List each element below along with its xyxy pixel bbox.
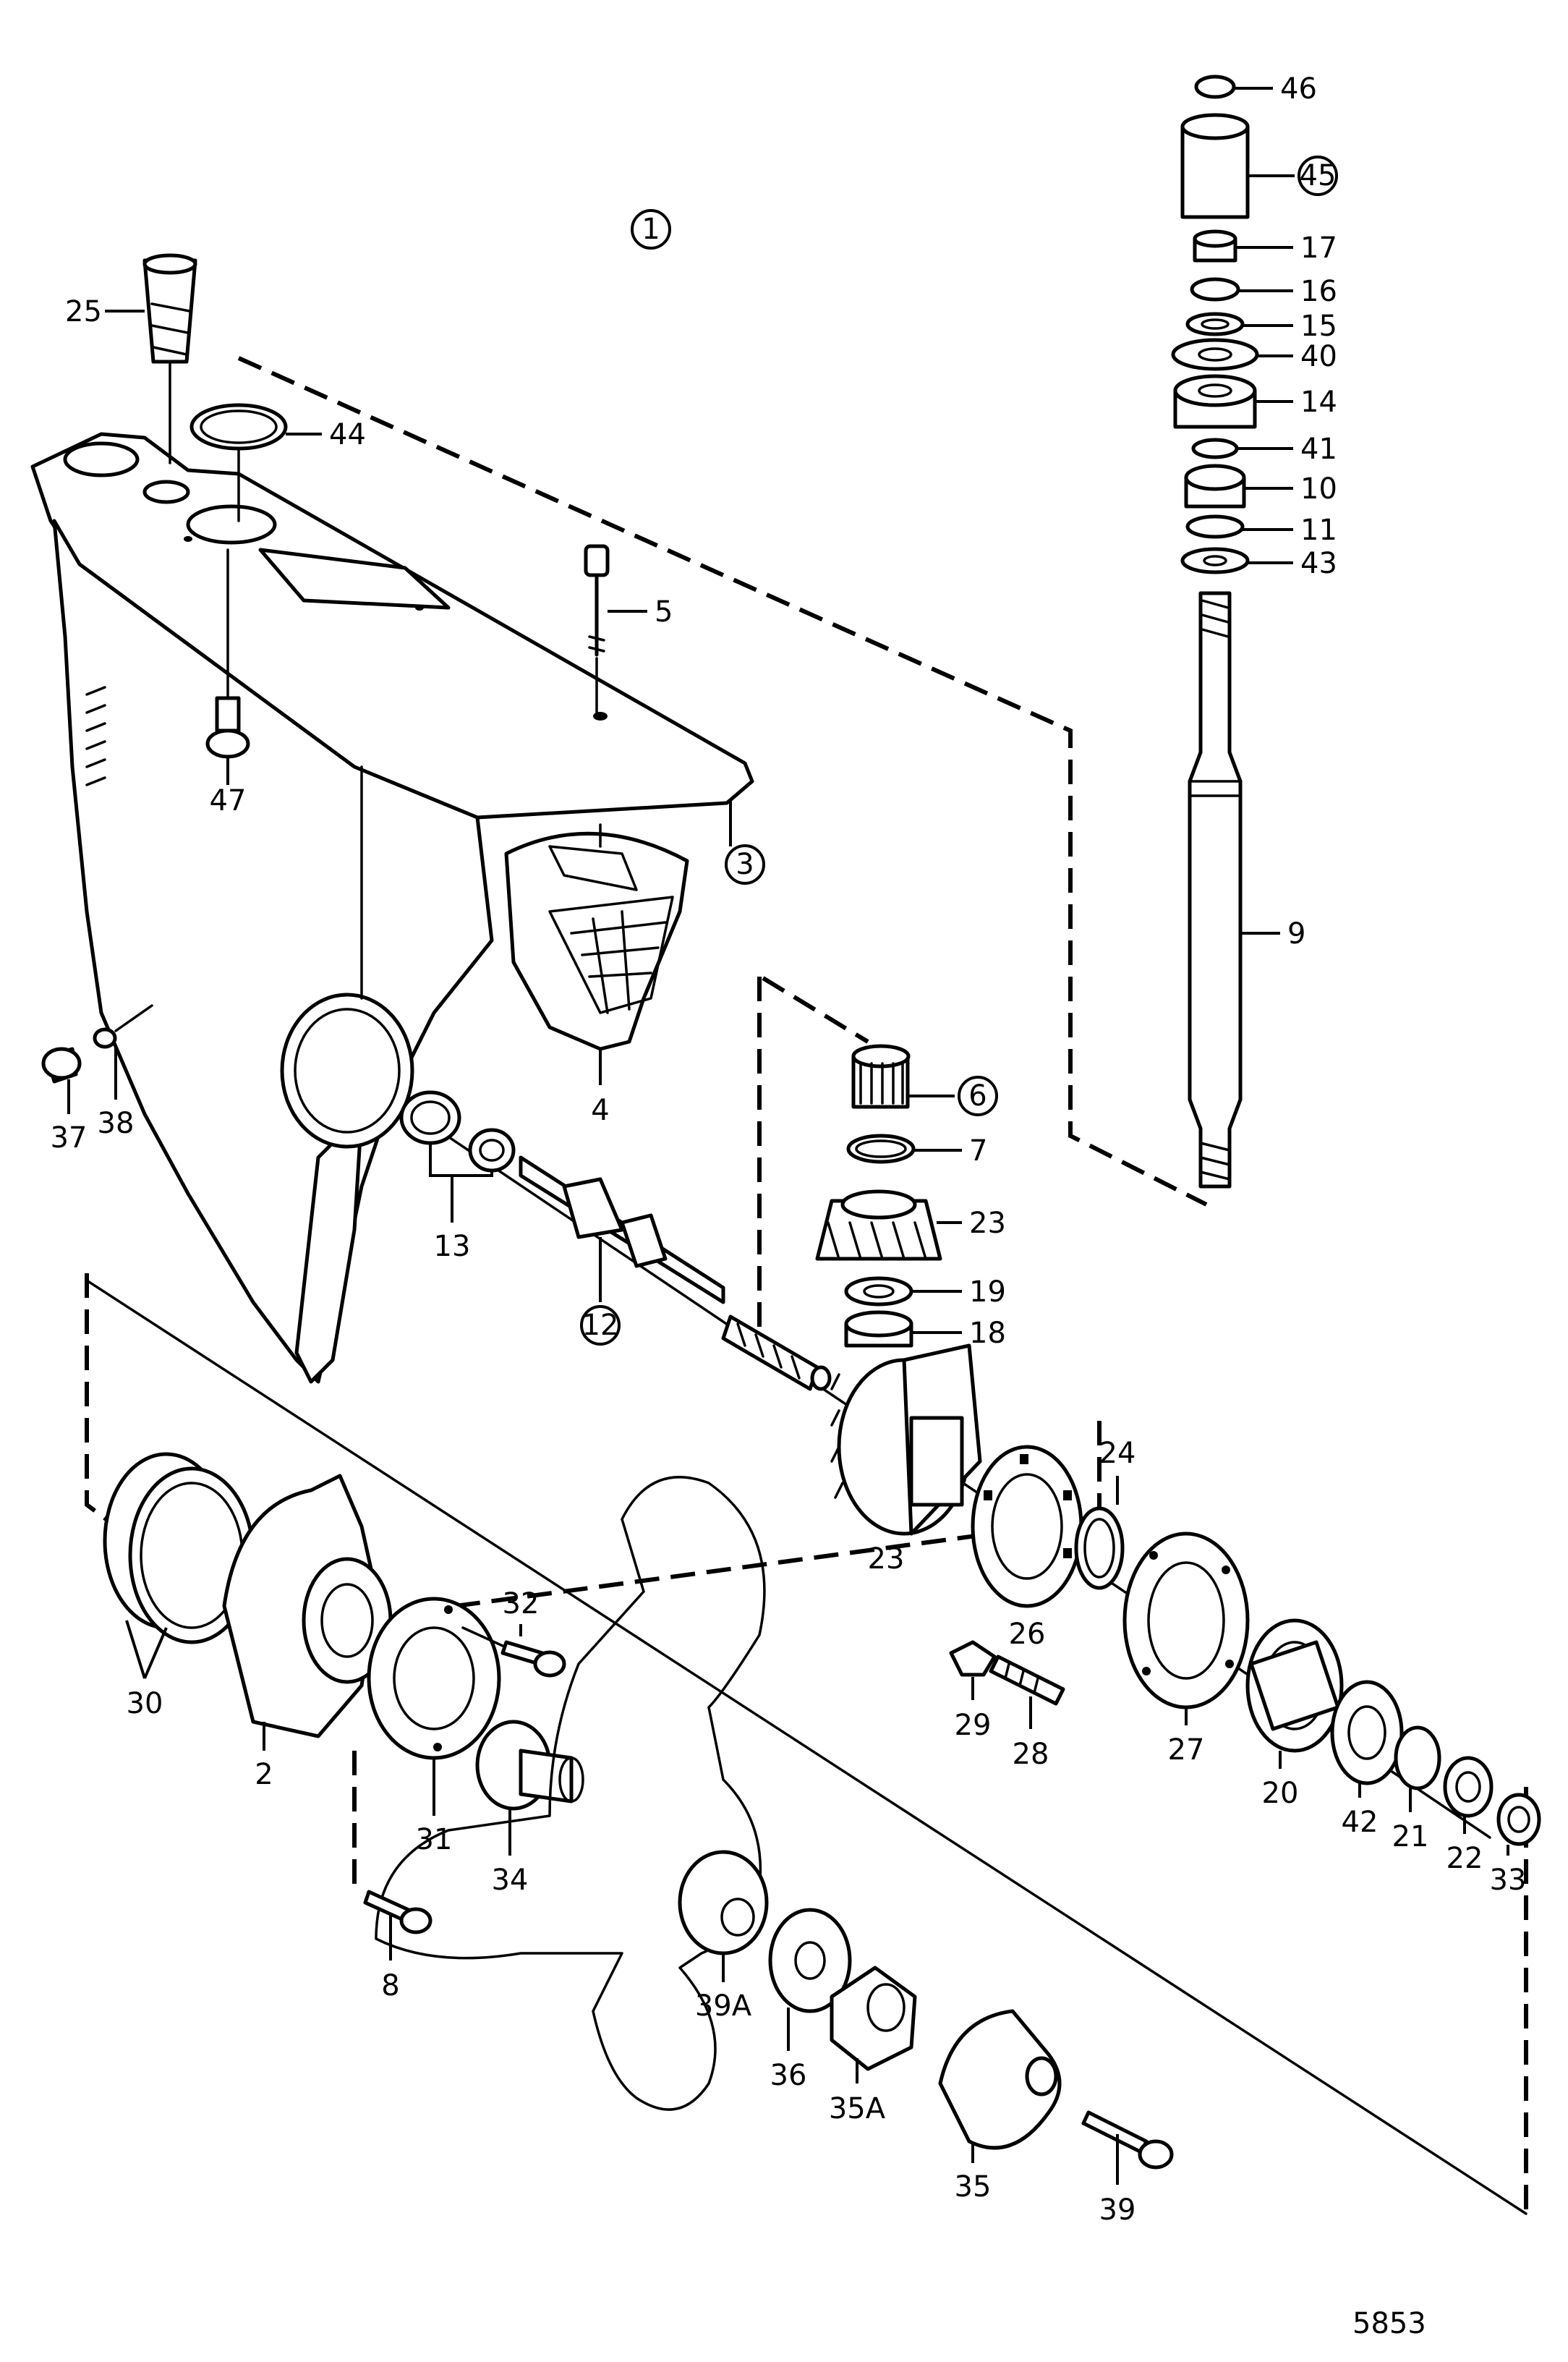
bearing-6-ring-7 [846, 1044, 916, 1164]
ball-bearing-20 [1245, 1618, 1344, 1753]
drive-shaft-stack [1171, 75, 1259, 1189]
o-ring-44 [189, 403, 288, 522]
callout-16: 16 [1300, 275, 1337, 308]
callout-circle-3 [725, 844, 765, 885]
propeller-shaft-12 [519, 1155, 832, 1391]
callout-35: 35 [955, 2170, 992, 2204]
callout-35a: 35A [829, 2092, 886, 2125]
callout-33: 33 [1490, 1864, 1527, 1897]
callout-28: 28 [1013, 1738, 1049, 1771]
callout-29: 29 [955, 1709, 992, 1742]
callout-39: 39 [1099, 2193, 1136, 2227]
callout-19: 19 [969, 1275, 1006, 1309]
callout-6: 6 [968, 1079, 987, 1113]
callout-45: 45 [1300, 159, 1337, 192]
callout-42: 42 [1342, 1806, 1379, 1839]
nut-29-stud-28 [949, 1640, 1065, 1706]
callout-9: 9 [1287, 917, 1305, 951]
callout-30: 30 [127, 1687, 163, 1720]
callout-23-upper: 23 [969, 1207, 1006, 1240]
callout-circle-1 [631, 209, 671, 250]
forward-gear-23 [830, 1343, 982, 1536]
callout-circle-6 [958, 1076, 998, 1116]
callout-8: 8 [381, 1969, 399, 2002]
callout-22: 22 [1446, 1842, 1483, 1875]
callout-15: 15 [1300, 310, 1337, 343]
bearing-housing-27 [1122, 1532, 1250, 1709]
callout-23-lower: 23 [868, 1542, 905, 1576]
stack-42-21-22-33 [1330, 1680, 1541, 1846]
callouts: 1 46 45 17 16 15 40 14 41 10 11 43 [51, 72, 1527, 2227]
callout-34: 34 [492, 1864, 529, 1897]
callout-24: 24 [1099, 1437, 1136, 1470]
plate-31 [367, 1597, 501, 1760]
callout-3: 3 [736, 848, 754, 881]
callout-32: 32 [503, 1587, 540, 1620]
intake-screen-4 [504, 823, 689, 1051]
cone-35 [938, 2009, 1062, 2150]
callout-47: 47 [210, 784, 247, 817]
gear-housing [30, 432, 754, 1384]
tab-washer-36 [768, 1908, 852, 2013]
rings-30 [103, 1452, 255, 1644]
callout-39a: 39A [695, 1989, 752, 2023]
callout-circle-12 [580, 1305, 621, 1346]
callout-26: 26 [1009, 1618, 1046, 1651]
callout-17: 17 [1300, 231, 1337, 265]
washer-19-nut-18 [844, 1276, 913, 1348]
anode-sleeve [142, 253, 197, 464]
needle-bearing-13 [399, 1090, 516, 1173]
callout-38: 38 [98, 1107, 135, 1140]
callout-10: 10 [1300, 472, 1337, 506]
callout-13: 13 [434, 1230, 471, 1263]
callout-27: 27 [1168, 1733, 1205, 1767]
callout-40: 40 [1300, 340, 1337, 373]
plug-37-washer-38 [41, 1004, 153, 1084]
clutch-26 [971, 1445, 1083, 1608]
screw-47 [205, 548, 250, 759]
callout-21: 21 [1392, 1820, 1429, 1853]
screw-39 [1081, 2110, 1174, 2170]
callout-11: 11 [1300, 514, 1337, 547]
callout-46: 46 [1280, 72, 1317, 106]
callout-44: 44 [329, 418, 366, 451]
callout-7: 7 [969, 1134, 987, 1168]
callout-2: 2 [255, 1758, 273, 1791]
callout-31: 31 [416, 1823, 453, 1856]
screw-32 [461, 1626, 566, 1678]
propeller [375, 1476, 769, 2111]
callout-25: 25 [65, 295, 102, 328]
callout-20: 20 [1262, 1777, 1299, 1810]
overview-label: 1 [642, 213, 660, 246]
callout-4: 4 [591, 1094, 609, 1127]
assembly-dashed-lines [85, 356, 1528, 2214]
callout-37: 37 [51, 1121, 88, 1155]
callout-43: 43 [1300, 547, 1337, 580]
pinion-gear-23 [815, 1189, 942, 1261]
callout-18: 18 [969, 1317, 1006, 1350]
figure-number: 5853 [1352, 2307, 1426, 2340]
ring-24 [1074, 1506, 1125, 1590]
screw-8 [363, 1890, 433, 1934]
callout-circle-45 [1298, 156, 1338, 196]
callout-36: 36 [770, 2059, 807, 2092]
bolt-5 [584, 544, 610, 714]
callout-12: 12 [582, 1309, 619, 1342]
bushing-34 [475, 1720, 584, 1811]
callout-14: 14 [1300, 386, 1337, 419]
callout-41: 41 [1300, 433, 1337, 466]
housing-2 [222, 1474, 393, 1738]
nut-35a [830, 1966, 917, 2071]
callout-5: 5 [655, 595, 673, 629]
